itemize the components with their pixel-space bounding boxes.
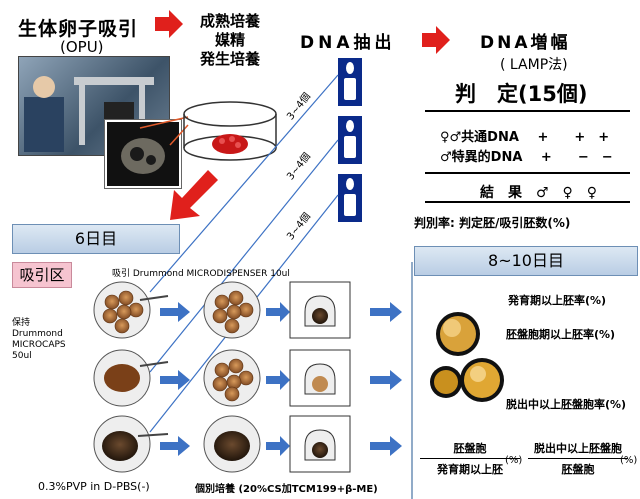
- day8-10-label: 8~10日目: [488, 251, 564, 270]
- dish-r3-c1: [93, 415, 169, 473]
- expanded-rate: 発育期以上胚率(%): [508, 294, 607, 307]
- tube-1: [338, 58, 362, 106]
- blastocyst-expanded: [436, 312, 480, 356]
- tubes: [338, 58, 362, 222]
- aspiration-zone-tag: 吸引区: [12, 262, 72, 288]
- dish-r1-c1: [93, 281, 169, 339]
- blue-arrows: [160, 302, 402, 456]
- day8-10-band: 8~10日目: [414, 246, 638, 276]
- microcaps-label: 保持 Drummond MICROCAPS 50ul: [12, 318, 82, 362]
- red-arrow-right-2: [422, 26, 450, 54]
- culture-steps: 成熟培養 媒精 発生培養: [190, 12, 270, 69]
- culture-step-3: 発生培養: [199, 50, 260, 68]
- red-arrow-down-left: [170, 170, 218, 220]
- dna-amplification-title: DNA増幅: [480, 33, 571, 53]
- row-2-label: ♂特異的DNA: [440, 150, 523, 165]
- well-r3: [289, 415, 351, 473]
- red-arrow-right-1: [155, 10, 183, 38]
- microcaps-text: 保持 Drummond MICROCAPS 50ul: [12, 318, 66, 361]
- operator-figure: [24, 97, 64, 152]
- ultrasound-scan: [121, 138, 165, 174]
- blastocyst-rate: 胚盤胞期以上胚率(%): [506, 328, 616, 341]
- formula-2-denominator: 胚盤胞: [561, 463, 595, 476]
- formula-2: 脱出中以上胚盤胞 胚盤胞: [528, 440, 628, 477]
- dish-r1-c2: [203, 281, 261, 339]
- judgement-rule-top: [425, 110, 630, 112]
- opu-title: 生体卵子吸引: [18, 18, 139, 40]
- discrimination-rate: 判別率: 判定胚/吸引胚数(%): [414, 216, 571, 230]
- formula-1-percent: (%): [505, 455, 523, 466]
- formula-1-numerator: 胚盤胞: [453, 442, 487, 455]
- stall-bar: [74, 77, 154, 85]
- formula-1-denominator: 発育期以上胚: [437, 463, 503, 476]
- culture-step-2: 媒精: [214, 31, 245, 49]
- judgement-rule-mid: [425, 172, 630, 174]
- well-r2: [289, 349, 351, 407]
- row-2-marks: + − −: [540, 150, 613, 165]
- formula-2-percent: (%): [620, 455, 638, 466]
- dish-r2-c1: [93, 349, 169, 407]
- tube-3: [338, 174, 362, 222]
- judgement-rule-bottom: [425, 201, 630, 203]
- ultrasound-image: [105, 120, 181, 188]
- judgement-title: 判 定(15個): [455, 82, 588, 106]
- day6-band: 6日目: [12, 224, 180, 254]
- day6-label: 6日目: [74, 229, 118, 248]
- formula-1-bar: [420, 458, 520, 459]
- dispenser-label: 吸引 Drummond MICRODISPENSER 10ul: [112, 269, 290, 279]
- well-r1: [289, 281, 351, 339]
- dish-r2-c2: [203, 349, 261, 407]
- opu-photo-scene: [24, 76, 154, 152]
- formula-1: 胚盤胞 発育期以上胚: [420, 440, 520, 477]
- pvp-label: 0.3%PVP in D-PBS(-): [38, 480, 150, 493]
- monitor: [104, 102, 134, 124]
- culture-dish: [183, 101, 277, 161]
- culture-step-1: 成熟培養: [199, 12, 260, 30]
- tube-2: [338, 116, 362, 164]
- operator-head: [33, 76, 55, 98]
- blastocyst-hatching: [430, 358, 504, 402]
- lamp-label: ( LAMP法): [500, 57, 568, 73]
- judgement-row-2: ♂特異的DNA + − −: [440, 146, 613, 165]
- formula-2-numerator: 脱出中以上胚盤胞: [534, 442, 622, 455]
- culture-condition-label: 個別培養 (20%CS加TCM199+β-ME): [195, 484, 378, 495]
- opu-subtitle: (OPU): [60, 38, 104, 56]
- row-1-label: ♀♂共通DNA: [440, 130, 519, 145]
- judgement-row-1: ♀♂共通DNA + + +: [440, 126, 609, 145]
- judgement-result: 結 果 ♂ ♀ ♀: [480, 185, 598, 201]
- dna-extraction-title: DNA抽出: [300, 33, 396, 53]
- aspiration-zone-label: 吸引区: [19, 266, 65, 284]
- dish-r3-c2: [203, 415, 261, 473]
- hatching-rate: 脱出中以上胚盤胞率(%): [506, 398, 627, 411]
- row-1-marks: + + +: [537, 130, 610, 145]
- formula-2-bar: [528, 458, 628, 459]
